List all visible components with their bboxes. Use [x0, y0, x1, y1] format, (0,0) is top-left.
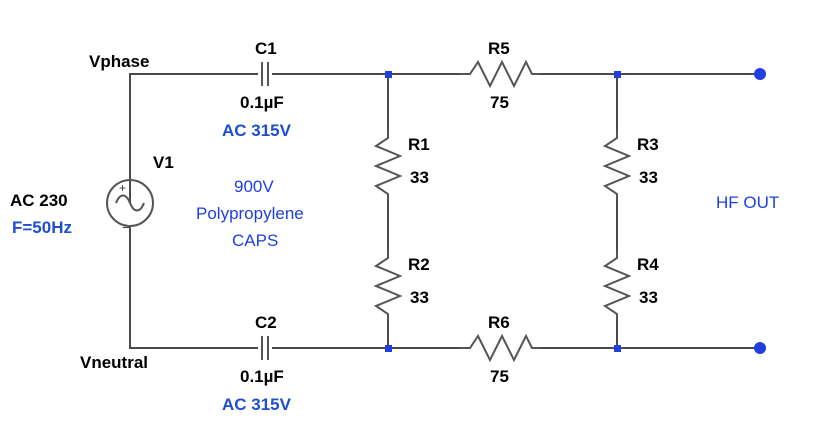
resistor-r1	[373, 130, 403, 200]
source-value: AC 230	[10, 191, 68, 210]
resistor-r2	[373, 250, 403, 320]
r5-ref: R5	[488, 39, 510, 58]
c2-ref: C2	[255, 313, 277, 332]
resistor-r6	[460, 333, 540, 363]
r2-ref: R2	[408, 255, 430, 274]
r2-value: 33	[410, 288, 429, 307]
junction-node	[385, 71, 392, 78]
c2-value: 0.1µF	[240, 367, 284, 386]
source-ref: V1	[153, 153, 174, 172]
junction-node	[385, 345, 392, 352]
svg-text:−: −	[122, 220, 130, 235]
c1-rating: AC 315V	[222, 121, 292, 140]
r1-value: 33	[410, 168, 429, 187]
output-terminal-top	[754, 68, 766, 80]
ac-source-v1: + −	[106, 179, 154, 235]
c2-rating: AC 315V	[222, 395, 292, 414]
r6-value: 75	[490, 367, 509, 386]
junction-node	[614, 71, 621, 78]
r4-ref: R4	[637, 255, 659, 274]
output-label: HF OUT	[716, 193, 779, 212]
junction-node	[614, 345, 621, 352]
output-terminal-bottom	[754, 342, 766, 354]
capacitor-note-line3: CAPS	[232, 231, 278, 250]
r4-value: 33	[639, 288, 658, 307]
right-vertical-branch	[602, 74, 632, 348]
net-label-top: Vphase	[89, 52, 149, 71]
capacitor-c1	[261, 62, 269, 86]
c1-value: 0.1µF	[240, 93, 284, 112]
resistor-r4	[602, 250, 632, 320]
capacitor-note-line1: 900V	[234, 177, 274, 196]
bottom-rail-wires	[129, 226, 760, 349]
source-frequency: F=50Hz	[12, 218, 72, 237]
capacitor-c2	[261, 336, 269, 360]
r3-value: 33	[639, 168, 658, 187]
svg-text:+: +	[119, 181, 126, 195]
r3-ref: R3	[637, 135, 659, 154]
capacitor-note-line2: Polypropylene	[196, 204, 304, 223]
c1-ref: C1	[255, 39, 277, 58]
r5-value: 75	[490, 93, 509, 112]
left-vertical-branch	[373, 74, 403, 348]
r1-ref: R1	[408, 135, 430, 154]
net-label-bottom: Vneutral	[80, 353, 148, 372]
resistor-r3	[602, 130, 632, 200]
r6-ref: R6	[488, 313, 510, 332]
resistor-r5	[460, 59, 540, 89]
top-rail-wires	[129, 73, 760, 203]
